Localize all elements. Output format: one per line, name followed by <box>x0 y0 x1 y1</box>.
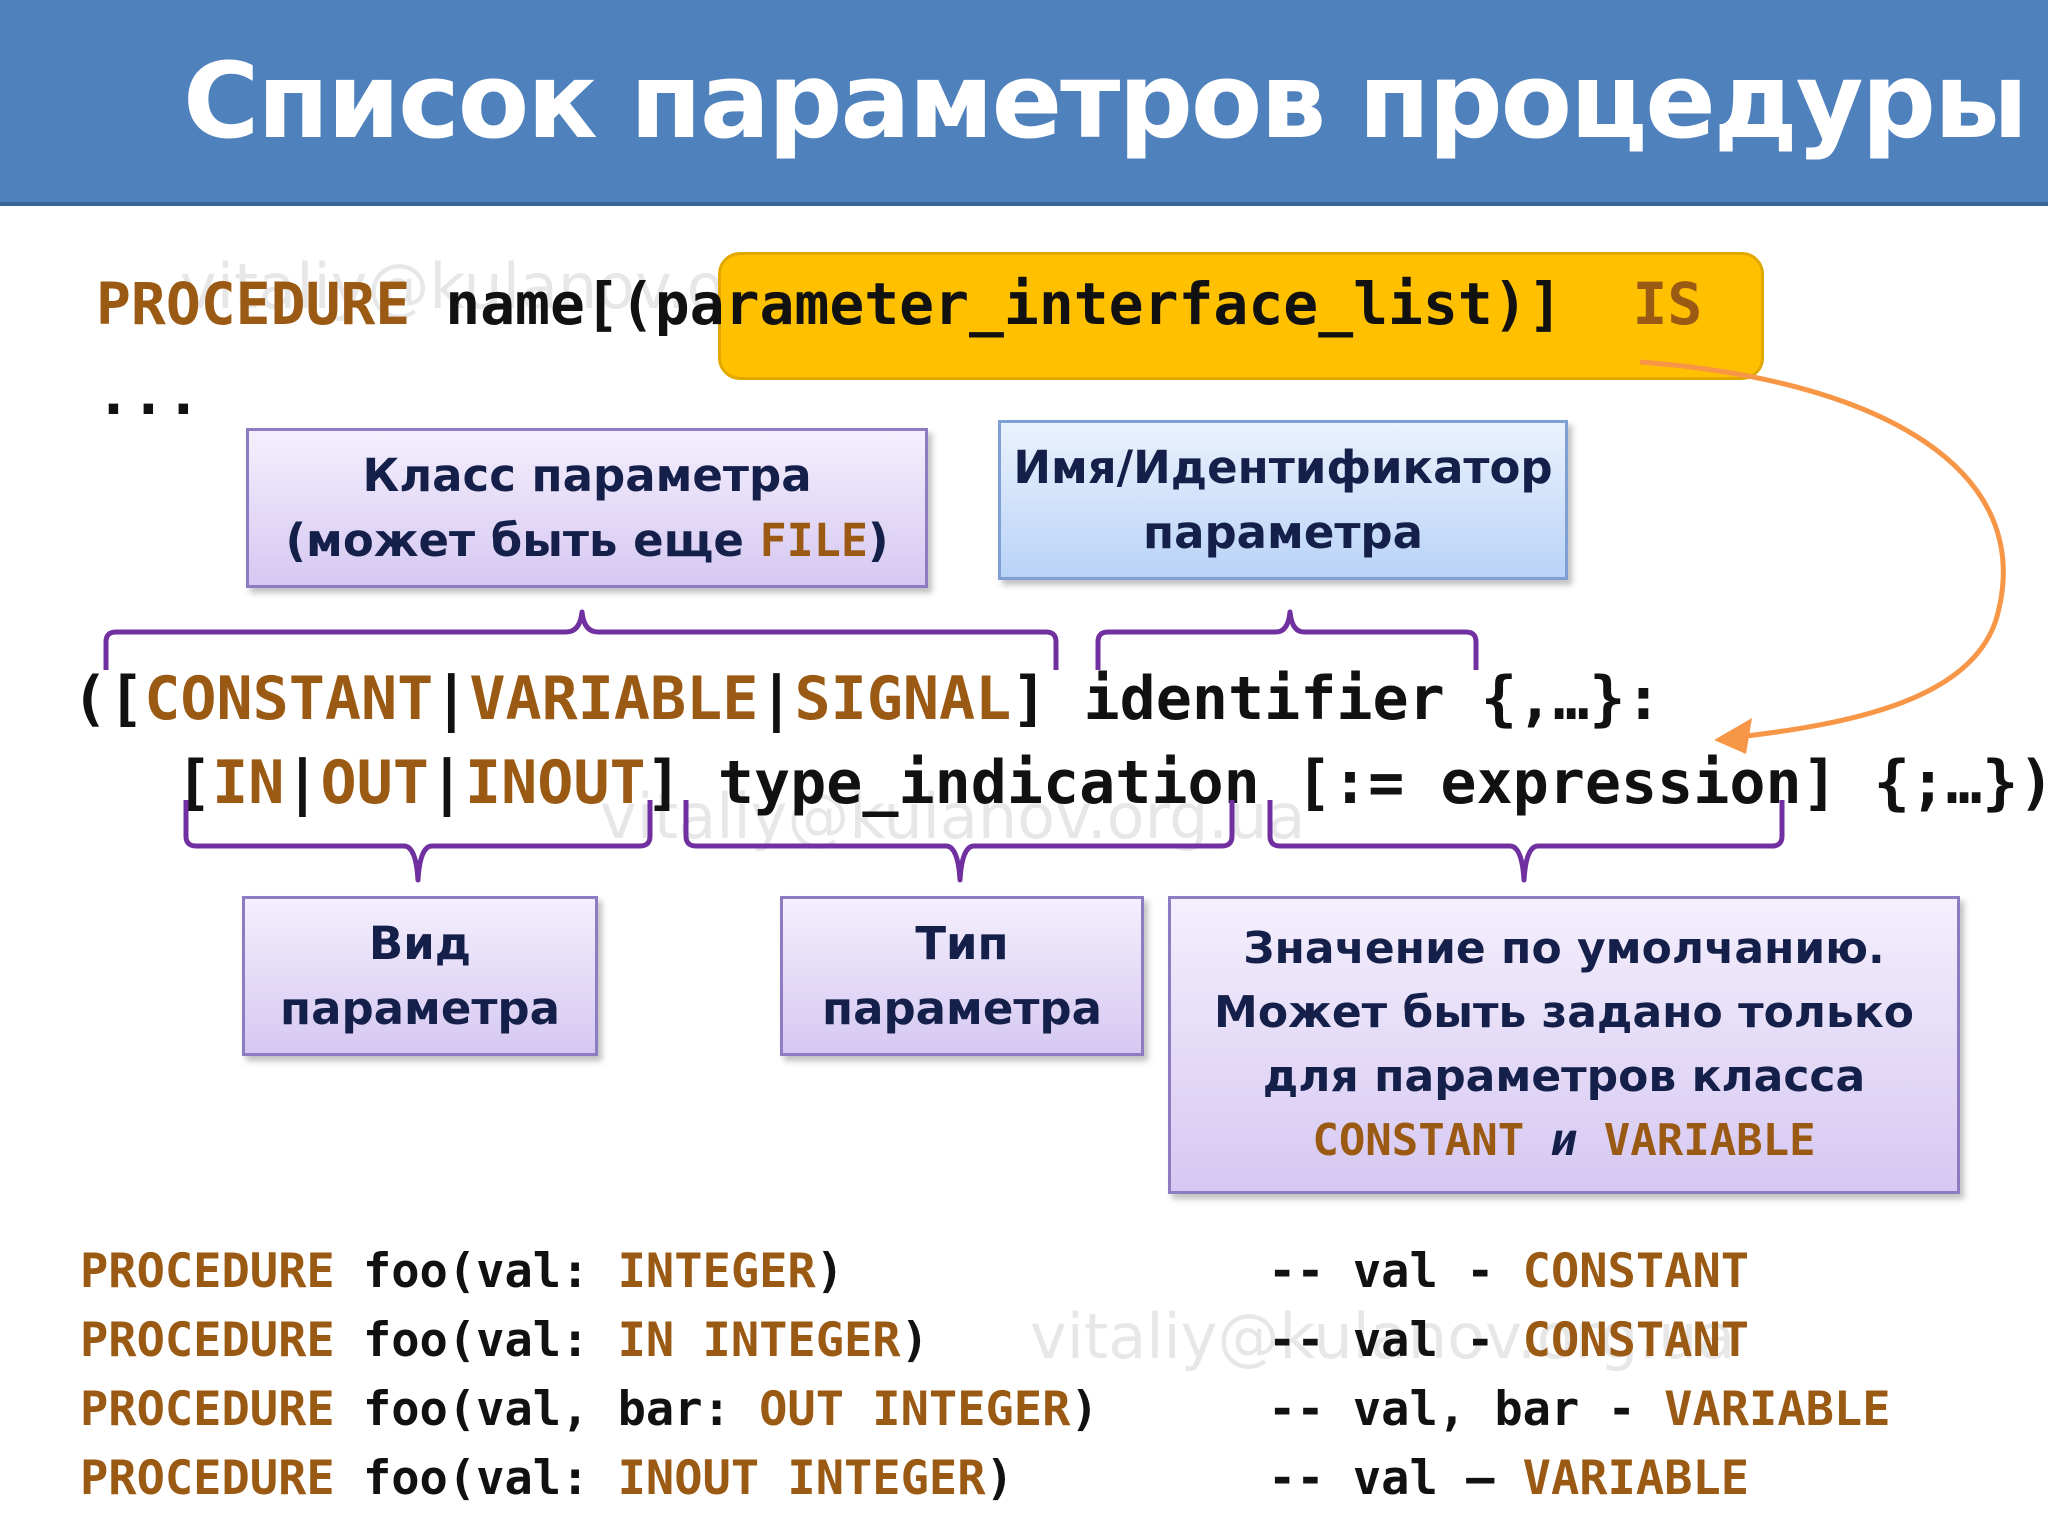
syntax-close-bracket: ] <box>1527 270 1563 338</box>
brace-mode <box>183 800 653 883</box>
ex-close: ) <box>900 1313 929 1368</box>
syntax-dots: ... <box>96 360 201 428</box>
ex-kw: PROCEDURE <box>80 1451 335 1506</box>
keyword-is: IS <box>1632 270 1703 338</box>
cm-text: -- val - <box>1268 1244 1523 1299</box>
param-syntax-line-1: ([CONSTANT|VARIABLE|SIGNAL] identifier {… <box>72 664 1661 734</box>
default-box-line3: для параметров класса <box>1262 1051 1866 1102</box>
ex-close: ) <box>1070 1382 1099 1437</box>
syn-open: [ <box>176 748 213 818</box>
keyword-variable: VARIABLE <box>469 664 759 734</box>
ex-type2: INTEGER <box>674 1313 901 1368</box>
type-box-line1: Тип <box>915 916 1009 970</box>
keyword-out: OUT <box>320 748 429 818</box>
syn-sep: | <box>428 748 465 818</box>
ex-text: foo(val, bar: <box>334 1382 760 1437</box>
title-bar: Список параметров процедуры <box>0 0 2048 206</box>
cm-kw: CONSTANT <box>1522 1244 1750 1299</box>
class-box-line1: Класс параметра <box>362 448 812 502</box>
mode-box: Вид параметра <box>242 896 598 1056</box>
syn-sep: | <box>433 664 470 734</box>
cm-kw: CONSTANT <box>1522 1313 1750 1368</box>
ex-type2: INTEGER <box>844 1382 1071 1437</box>
default-box: Значение по умолчанию. Может быть задано… <box>1168 896 1960 1194</box>
ex-type: INTEGER <box>617 1244 816 1299</box>
keyword-procedure: PROCEDURE <box>96 270 411 338</box>
watermark: vitaliy@kulanov.org.ua <box>1030 1300 1736 1373</box>
type-box-line2: параметра <box>822 982 1102 1035</box>
syn-open: ([ <box>72 664 145 734</box>
example-line: PROCEDURE foo(val: INOUT INTEGER) <box>80 1451 1014 1506</box>
syn-close: ] <box>1011 664 1084 734</box>
example-comment: -- val - CONSTANT <box>1268 1313 1749 1368</box>
cm-text: -- val, bar - <box>1268 1382 1665 1437</box>
syn-sep: | <box>284 748 321 818</box>
ex-type: IN <box>617 1313 675 1368</box>
class-box-line2: (может быть еще <box>285 514 760 567</box>
ex-kw: PROCEDURE <box>80 1382 335 1437</box>
class-box-code: FILE <box>759 514 868 567</box>
syntax-type-indication: type_indication [:= expression] {;…}) <box>681 748 2048 818</box>
identifier-box-line2: параметра <box>1143 506 1423 559</box>
ex-close: ) <box>815 1244 845 1299</box>
syntax-name: name <box>410 270 585 338</box>
default-box-code2: VARIABLE <box>1603 1114 1816 1166</box>
ex-kw: PROCEDURE <box>80 1244 335 1299</box>
mode-box-line1: Вид <box>368 916 472 970</box>
class-box: Класс параметра (может быть еще FILE) <box>246 428 928 588</box>
default-box-code1: CONSTANT <box>1312 1114 1525 1166</box>
syntax-param-list: (parameter_interface_list) <box>619 270 1528 338</box>
example-line: PROCEDURE foo(val: IN INTEGER) <box>80 1313 929 1368</box>
cm-text: -- val - <box>1268 1313 1523 1368</box>
mode-box-line2: параметра <box>280 982 560 1035</box>
identifier-box-line1: Имя/Идентификатор <box>1013 440 1553 494</box>
example-line: PROCEDURE foo(val: INTEGER) <box>80 1244 844 1299</box>
watermark: vitaliy@kulanov.org.ua <box>600 780 1306 853</box>
example-comment: -- val, bar - VARIABLE <box>1268 1382 1891 1437</box>
brace-type <box>683 800 1235 883</box>
cm-text: -- val – <box>1268 1451 1523 1506</box>
arrow-head <box>1714 718 1752 754</box>
identifier-box: Имя/Идентификатор параметра <box>998 420 1568 580</box>
keyword-constant: CONSTANT <box>144 664 434 734</box>
ex-type: OUT <box>759 1382 845 1437</box>
ex-text: foo(val: <box>334 1451 618 1506</box>
syn-sep: | <box>758 664 795 734</box>
keyword-inout: INOUT <box>465 748 646 818</box>
ex-text: foo(val: <box>334 1313 618 1368</box>
default-box-line1: Значение по умолчанию. <box>1243 923 1885 975</box>
cm-kw: VARIABLE <box>1664 1382 1891 1437</box>
procedure-syntax-line: PROCEDURE name[(parameter_interface_list… <box>96 270 1702 338</box>
arrow-curve <box>1639 359 2006 741</box>
syntax-open-bracket: [ <box>584 270 620 338</box>
cm-kw: VARIABLE <box>1522 1451 1750 1506</box>
param-syntax-line-2: [IN|OUT|INOUT] type_indication [:= expre… <box>176 748 2048 818</box>
syntax-identifier: identifier {,…}: <box>1083 664 1662 734</box>
brace-default <box>1267 800 1785 883</box>
example-comment: -- val – VARIABLE <box>1268 1451 1749 1506</box>
type-box: Тип параметра <box>780 896 1144 1056</box>
example-line: PROCEDURE foo(val, bar: OUT INTEGER) <box>80 1382 1099 1437</box>
ex-text: foo(val: <box>334 1244 618 1299</box>
ex-kw: PROCEDURE <box>80 1313 335 1368</box>
brace-class <box>103 609 1059 670</box>
ex-close: ) <box>985 1451 1014 1506</box>
param-list-highlight <box>718 252 1764 380</box>
default-box-line2: Может быть задано только <box>1214 987 1914 1039</box>
default-box-conj: и <box>1524 1114 1604 1166</box>
slide-title: Список параметров процедуры <box>183 40 2028 162</box>
ex-type: INOUT <box>617 1451 760 1506</box>
keyword-in: IN <box>212 748 285 818</box>
example-comment: -- val - CONSTANT <box>1268 1244 1749 1299</box>
brace-identifier <box>1095 609 1479 670</box>
keyword-signal: SIGNAL <box>794 664 1012 734</box>
ex-type2: INTEGER <box>759 1451 986 1506</box>
class-box-line2-end: ) <box>867 514 889 567</box>
